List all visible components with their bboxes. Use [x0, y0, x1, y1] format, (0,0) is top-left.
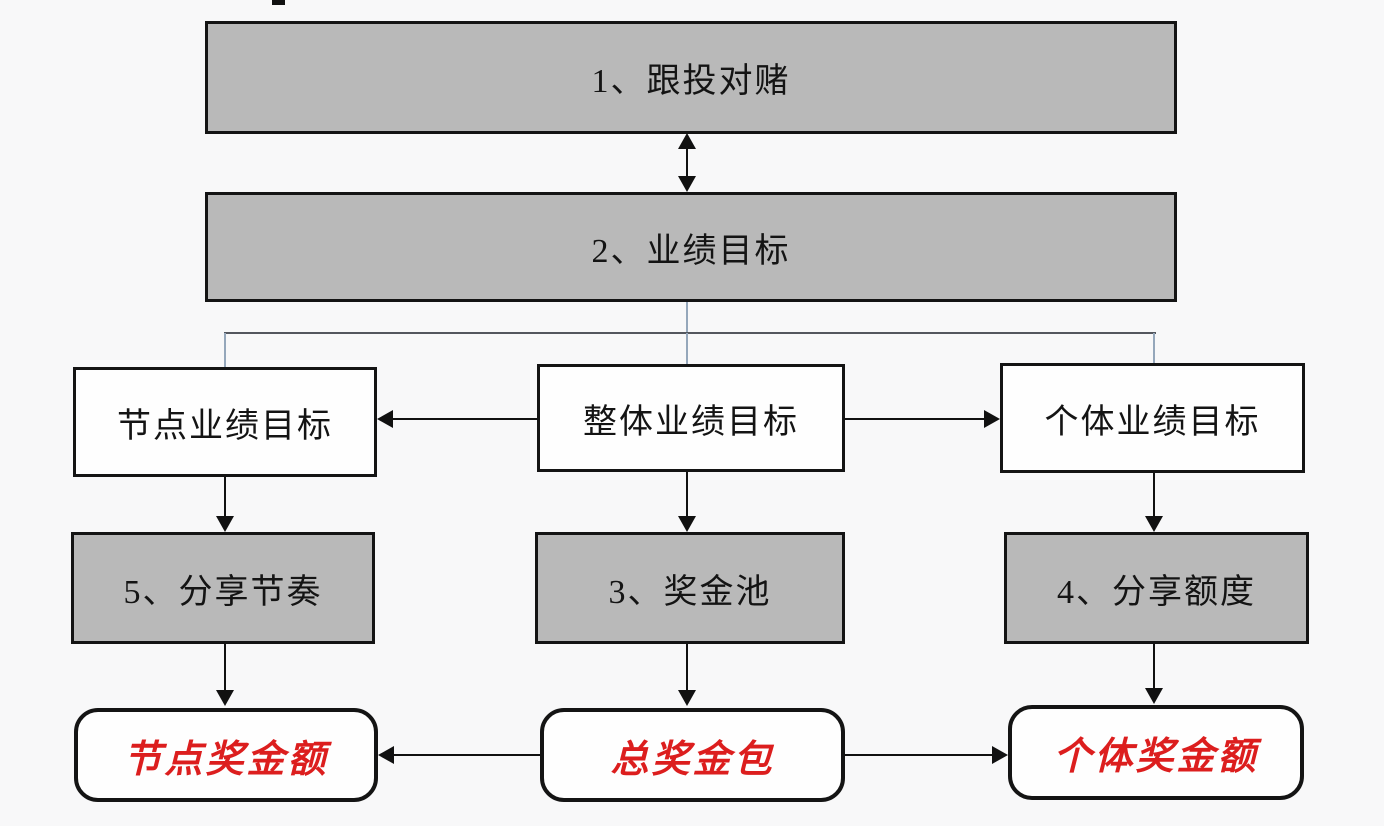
arrow-stem	[1153, 473, 1155, 518]
box-label: 总奖金包	[610, 738, 775, 781]
box-label: 1、跟投对赌	[591, 63, 791, 100]
arrowhead-right-icon	[992, 746, 1008, 764]
arrow-stem	[224, 644, 226, 692]
box-label: 4、分享额度	[1057, 573, 1256, 611]
box-overall-performance-target: 整体业绩目标	[537, 364, 845, 472]
box-label: 节点业绩目标	[117, 407, 333, 445]
arrowhead-left-icon	[378, 746, 394, 764]
arrow-stem	[392, 418, 537, 420]
arrowhead-down-icon	[678, 176, 696, 192]
connector-crossbar	[224, 332, 1156, 334]
arrow-stem	[1153, 644, 1155, 690]
arrow-stem	[393, 754, 540, 756]
arrowhead-up-icon	[678, 133, 696, 149]
arrowhead-down-icon	[678, 690, 696, 706]
arrow-stem	[686, 148, 688, 178]
arrow-stem	[686, 472, 688, 518]
connector-drop-right	[1153, 333, 1155, 363]
box-2-performance-target: 2、业绩目标	[205, 192, 1177, 302]
connector-stem	[686, 302, 688, 333]
box-label: 节点奖金额	[123, 738, 329, 781]
box-label: 整体业绩目标	[583, 403, 799, 441]
box-node-bonus-amount: 节点奖金额	[74, 708, 378, 802]
arrowhead-right-icon	[984, 410, 1000, 428]
arrowhead-down-icon	[216, 516, 234, 532]
box-5-sharing-rhythm: 5、分享节奏	[71, 532, 375, 644]
box-4-sharing-quota: 4、分享额度	[1004, 532, 1309, 644]
box-individual-performance-target: 个体业绩目标	[1000, 363, 1305, 473]
box-label: 2、业绩目标	[591, 232, 791, 270]
connector-drop-center	[686, 333, 688, 364]
box-total-bonus-package: 总奖金包	[540, 708, 845, 802]
arrow-stem	[845, 754, 993, 756]
arrowhead-left-icon	[377, 410, 393, 428]
box-node-performance-target: 节点业绩目标	[73, 367, 377, 477]
connector-drop-left	[224, 333, 226, 367]
arrowhead-down-icon	[1145, 516, 1163, 532]
cropped-text-fragment	[272, 0, 285, 5]
box-label: 5、分享节奏	[123, 573, 323, 611]
arrow-stem	[686, 644, 688, 692]
arrow-stem	[224, 477, 226, 518]
arrowhead-down-icon	[1145, 688, 1163, 704]
arrowhead-down-icon	[678, 516, 696, 532]
box-1-follow-invest-bet: 1、跟投对赌	[205, 21, 1177, 134]
box-label: 个体业绩目标	[1044, 403, 1261, 441]
box-3-bonus-pool: 3、奖金池	[535, 532, 845, 644]
box-label: 3、奖金池	[608, 573, 772, 611]
arrow-stem	[845, 418, 985, 420]
box-individual-bonus-amount: 个体奖金额	[1008, 705, 1304, 800]
arrowhead-down-icon	[216, 690, 234, 706]
box-label: 个体奖金额	[1053, 736, 1259, 778]
